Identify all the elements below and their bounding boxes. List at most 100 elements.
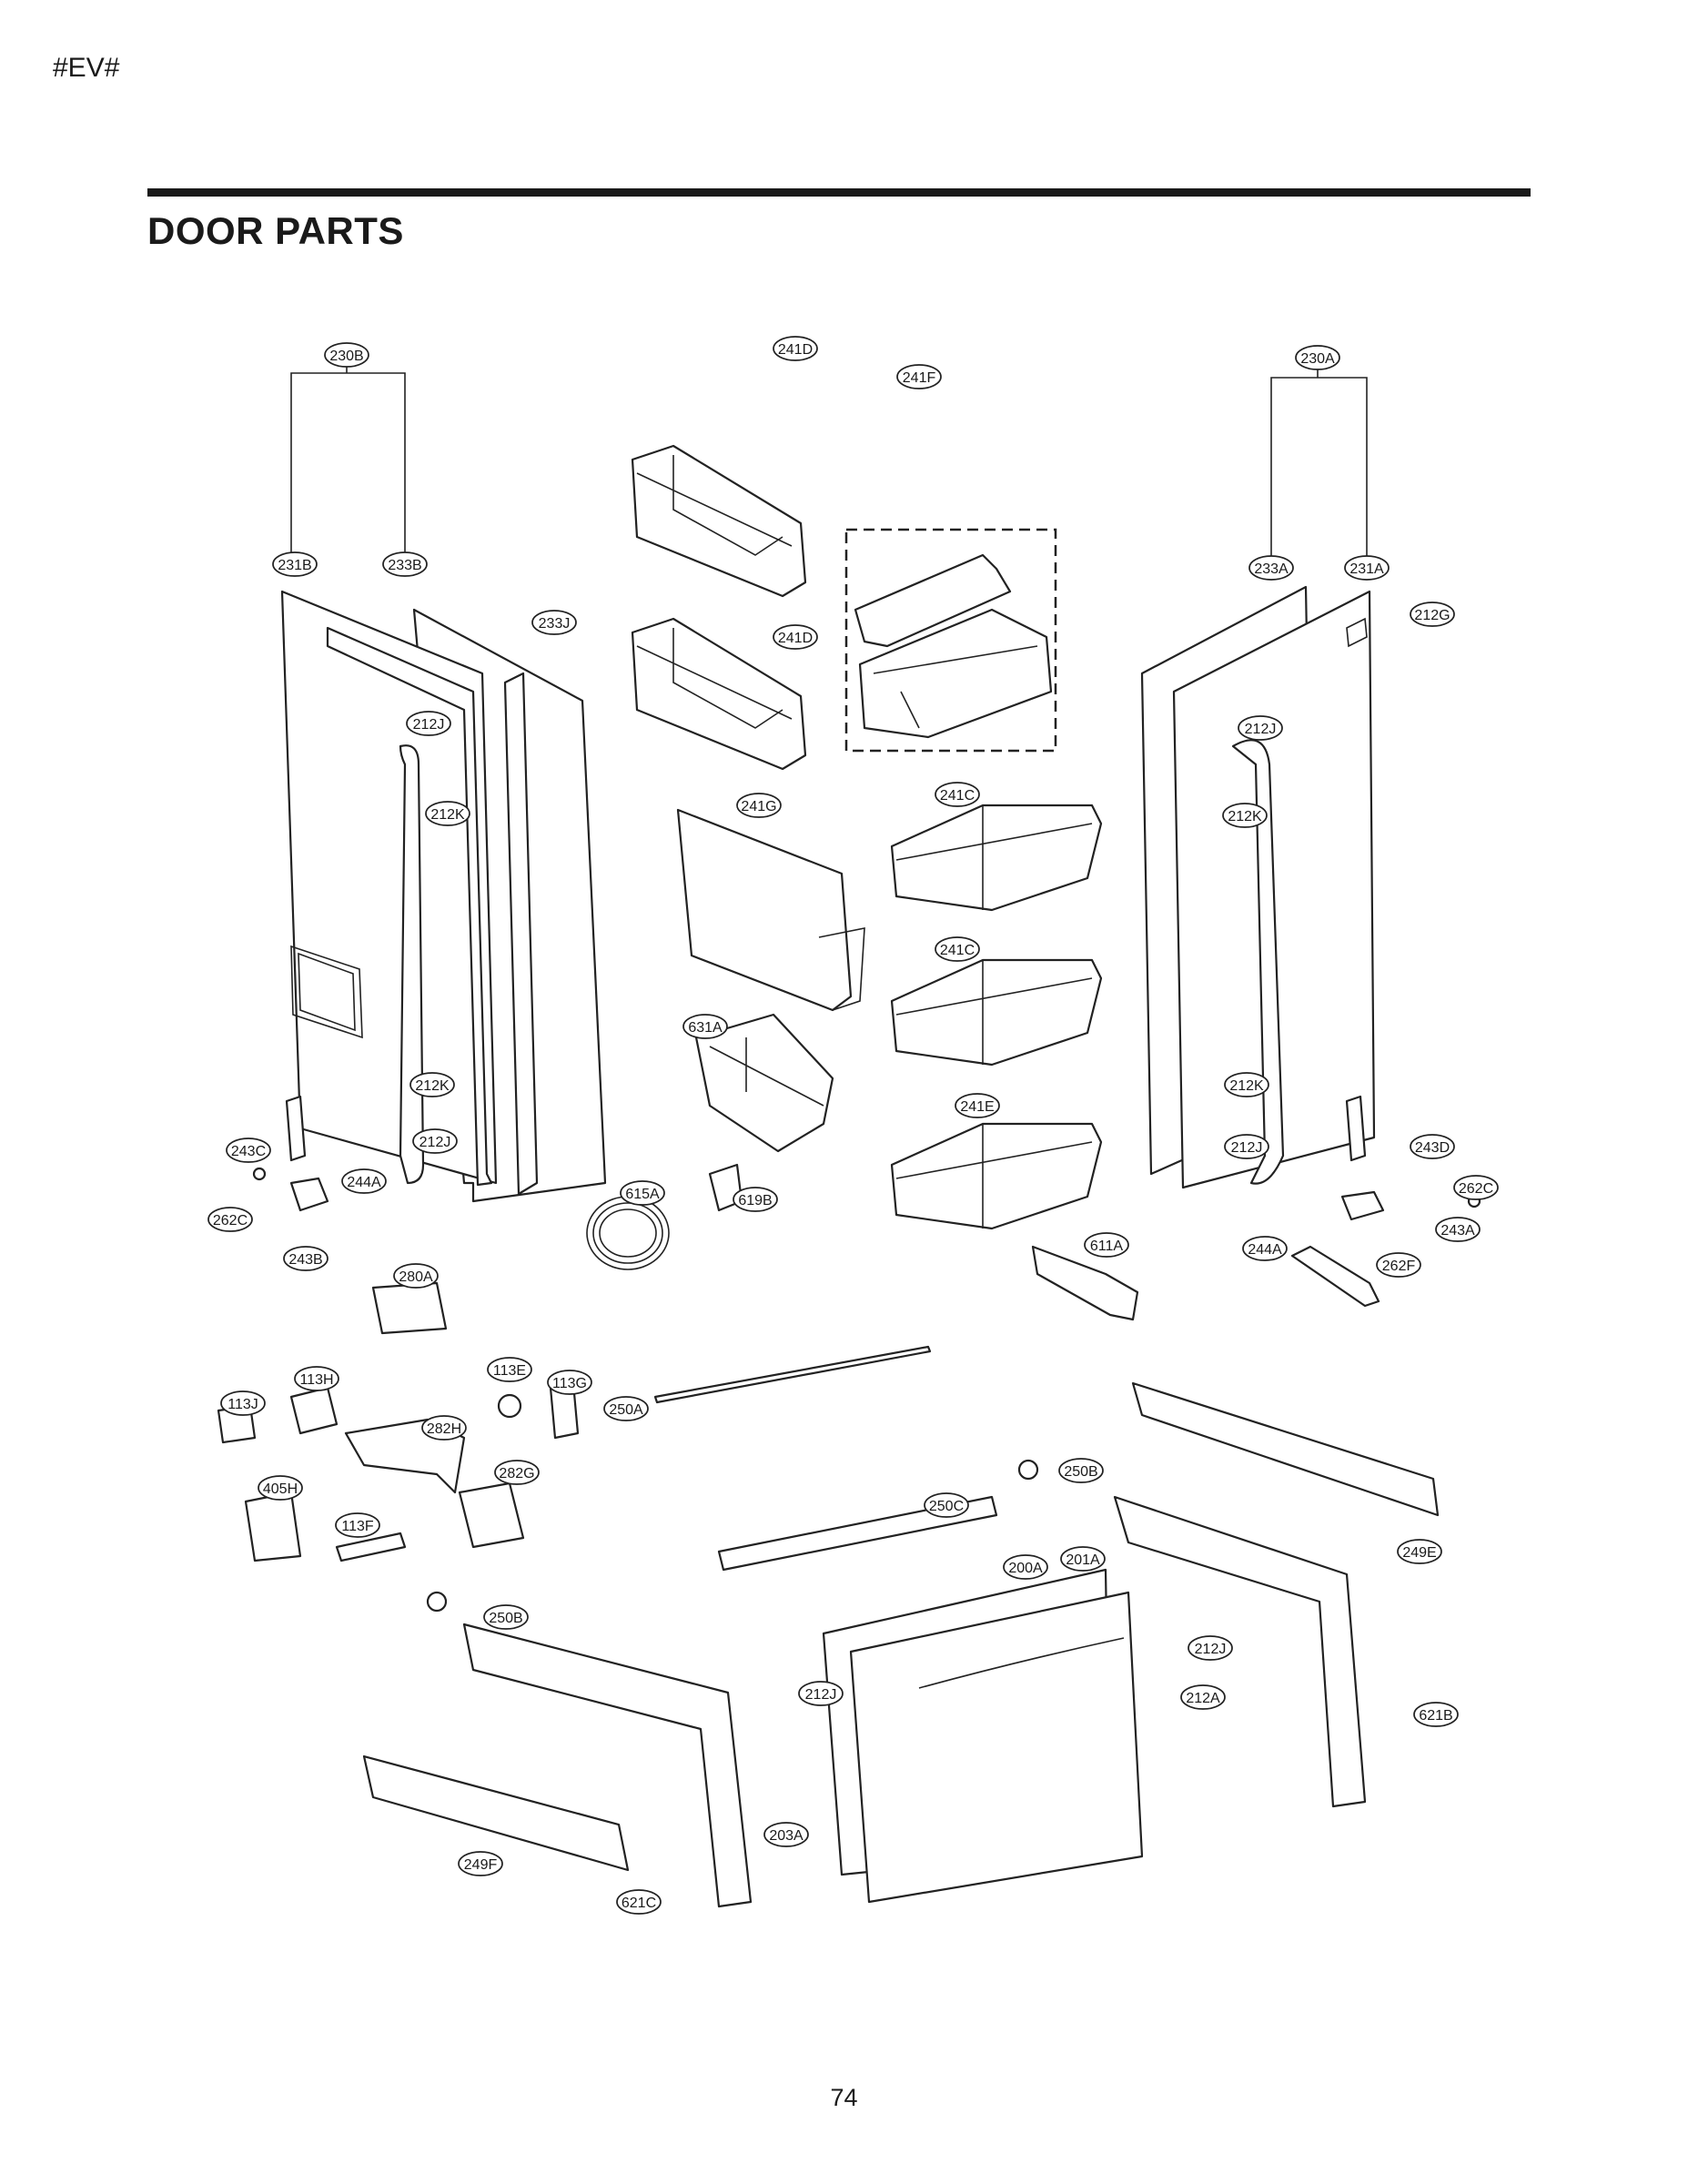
page-number: 74	[830, 2084, 858, 2111]
part-label: 212K	[1228, 809, 1262, 824]
part-callout-241f: 241F	[896, 364, 942, 389]
part-label: 212J	[413, 717, 445, 733]
part-callout-212k: 212K	[1222, 803, 1268, 828]
part-label: 249E	[1402, 1545, 1436, 1561]
page-title: DOOR PARTS	[147, 209, 404, 252]
part-label: 241D	[778, 631, 813, 646]
part-label: 244A	[347, 1175, 381, 1190]
part-label: 250A	[609, 1402, 643, 1418]
part-label: 212K	[430, 807, 465, 823]
part-callout-619b: 619B	[733, 1187, 778, 1212]
part-label: 113J	[227, 1397, 258, 1412]
part-callout-241d: 241D	[773, 336, 818, 361]
part-callout-113h: 113H	[294, 1366, 339, 1391]
part-label: 241C	[940, 943, 975, 958]
part-callout-212g: 212G	[1410, 602, 1455, 627]
part-callout-233b: 233B	[382, 551, 428, 577]
part-callout-250c: 250C	[924, 1492, 969, 1518]
part-callout-250a: 250A	[603, 1396, 649, 1421]
part-label: 241D	[778, 342, 813, 358]
part-callout-244a: 244A	[341, 1168, 387, 1194]
part-callout-233j: 233J	[531, 610, 577, 635]
part-label: 113G	[552, 1376, 587, 1391]
part-label: 243A	[1440, 1223, 1475, 1239]
part-label: 212K	[415, 1078, 450, 1094]
part-label: 212J	[1245, 722, 1277, 737]
part-label: 230A	[1300, 351, 1335, 367]
part-label: 243C	[231, 1144, 266, 1159]
model-code: #EV#	[53, 53, 120, 83]
part-label: 212J	[1195, 1642, 1227, 1657]
part-label: 250C	[929, 1499, 964, 1514]
door-bins-left-column	[631, 444, 865, 1153]
part-callout-212k: 212K	[409, 1072, 455, 1097]
part-label: 113F	[341, 1519, 374, 1534]
part-label: 619B	[738, 1193, 772, 1208]
part-label: 282H	[427, 1421, 461, 1437]
part-label: 611A	[1090, 1239, 1124, 1254]
part-callout-233a: 233A	[1248, 555, 1294, 581]
part-callout-262c: 262C	[1453, 1175, 1499, 1200]
part-callout-243b: 243B	[283, 1246, 329, 1271]
header-rule	[147, 188, 1531, 197]
part-label: 250B	[489, 1611, 522, 1626]
part-label: 280A	[399, 1269, 433, 1285]
part-callout-250b: 250B	[1058, 1458, 1104, 1483]
part-callout-282h: 282H	[421, 1415, 467, 1441]
bin-241f-group	[844, 528, 1057, 753]
part-label: 241F	[903, 370, 936, 386]
part-callout-241e: 241E	[955, 1093, 1000, 1118]
part-callout-212k: 212K	[425, 801, 470, 826]
part-callouts: 230B 231B 233B 233J 212J 212K 212K 212J 243C 244A…	[207, 336, 1499, 1915]
part-label: 212J	[419, 1135, 451, 1150]
part-callout-241c: 241C	[935, 782, 980, 807]
part-callout-212k: 212K	[1224, 1072, 1269, 1097]
part-callout-621b: 621B	[1413, 1702, 1459, 1727]
door-bins-right-column	[890, 804, 1103, 1230]
part-label: 231B	[278, 558, 311, 573]
part-callout-113g: 113G	[547, 1370, 592, 1395]
part-label: 201A	[1066, 1552, 1100, 1568]
part-label: 405H	[263, 1481, 298, 1497]
drawer-and-rails	[362, 1345, 1440, 1908]
part-callout-230a: 230A	[1295, 345, 1340, 370]
left-door-assembly	[280, 590, 607, 1203]
part-label: 262C	[1459, 1181, 1493, 1197]
part-label: 233J	[539, 616, 571, 632]
part-callout-631a: 631A	[682, 1014, 728, 1039]
part-label: 621B	[1419, 1708, 1452, 1724]
right-door-assembly	[1140, 585, 1376, 1189]
part-callout-243c: 243C	[226, 1138, 271, 1163]
part-callout-241d: 241D	[773, 624, 818, 650]
part-callout-241c: 241C	[935, 936, 980, 962]
part-callout-212j: 212J	[1188, 1635, 1233, 1661]
part-label: 249F	[464, 1857, 498, 1873]
part-label: 243D	[1415, 1140, 1450, 1156]
part-callout-621c: 621C	[616, 1889, 662, 1915]
part-callout-250b: 250B	[483, 1604, 529, 1630]
part-label: 231A	[1349, 561, 1384, 577]
part-label: 262F	[1382, 1259, 1416, 1274]
part-callout-203a: 203A	[763, 1822, 809, 1847]
part-label: 113E	[493, 1363, 526, 1379]
part-callout-241g: 241G	[736, 793, 782, 818]
part-callout-243a: 243A	[1435, 1217, 1481, 1242]
part-label: 230B	[329, 349, 363, 364]
part-label: 615A	[625, 1187, 660, 1202]
part-label: 262C	[213, 1213, 248, 1228]
part-callout-249f: 249F	[458, 1851, 503, 1876]
part-callout-212j: 212J	[798, 1681, 844, 1706]
part-callout-200a: 200A	[1003, 1554, 1048, 1580]
part-label: 212A	[1186, 1691, 1220, 1706]
part-callout-244a: 244A	[1242, 1236, 1288, 1261]
part-callout-212a: 212A	[1180, 1684, 1226, 1710]
part-label: 243B	[288, 1252, 322, 1268]
part-label: 233B	[388, 558, 421, 573]
part-label: 212J	[805, 1687, 837, 1703]
part-label: 282G	[499, 1466, 534, 1481]
part-callout-615a: 615A	[620, 1180, 665, 1206]
part-callout-282g: 282G	[494, 1460, 540, 1485]
part-callout-405h: 405H	[258, 1475, 303, 1501]
bracket-leaders	[290, 364, 1368, 559]
